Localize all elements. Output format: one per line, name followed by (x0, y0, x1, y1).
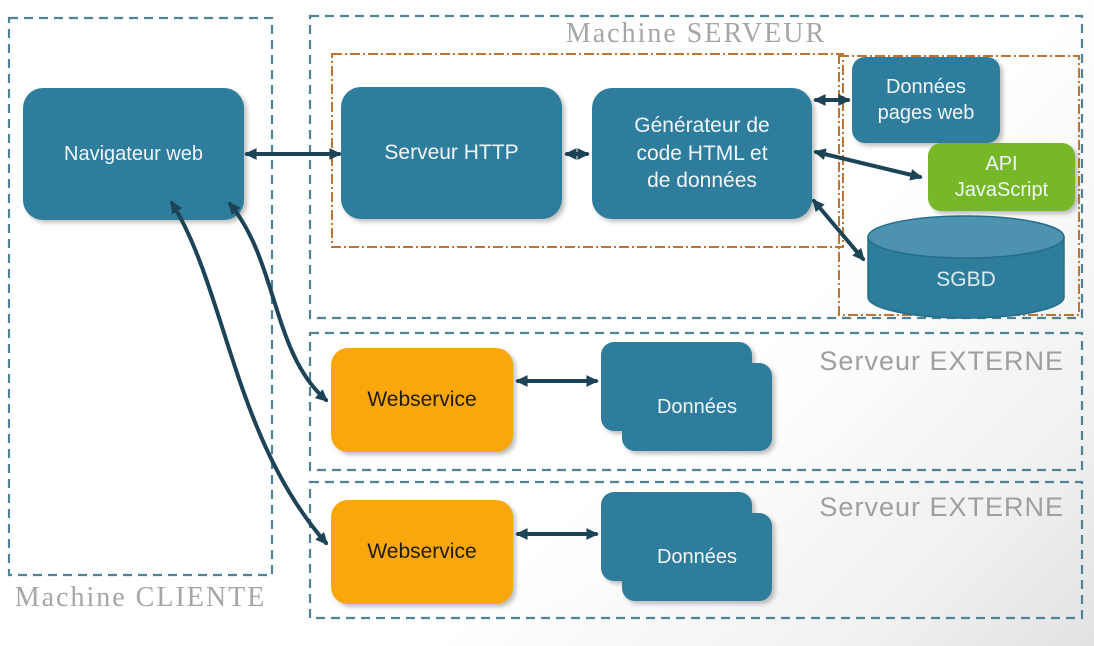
external-server-2-boundary (308, 480, 1084, 620)
generateur-node: Générateur de code HTML et de données (592, 88, 812, 219)
navigateur-web-label: Navigateur web (64, 142, 203, 165)
webservice-1-label: Webservice (367, 388, 477, 412)
serveur-http-label: Serveur HTTP (384, 141, 519, 165)
server-machine-boundary (308, 14, 1084, 320)
external-server-2-title: Serveur EXTERNE (819, 492, 1064, 522)
donnees-ext-1-label: Données (656, 395, 738, 418)
api-javascript-label: API JavaScript (954, 152, 1049, 201)
donnees-pages-web-label: Données pages web (877, 75, 975, 124)
api-javascript-node: API JavaScript (928, 143, 1075, 211)
server-machine-title: Machine SERVEUR (565, 18, 827, 49)
serveur-http-node: Serveur HTTP (341, 87, 562, 219)
webservice-2-label: Webservice (367, 540, 477, 564)
webservice-1-node: Webservice (331, 348, 513, 452)
external-server-1-title: Serveur EXTERNE (819, 346, 1064, 376)
client-machine-title: Machine CLIENTE (14, 582, 267, 613)
navigateur-web-node: Navigateur web (23, 88, 244, 220)
donnees-ext-2-label: Données (656, 545, 738, 568)
webservice-2-node: Webservice (331, 500, 513, 604)
external-server-1-boundary (308, 331, 1084, 472)
donnees-pages-web-node: Données pages web (852, 57, 1000, 143)
donnees-ext-2-node: Données (622, 513, 772, 601)
donnees-ext-1-node: Données (622, 363, 772, 451)
generateur-label: Générateur de code HTML et de données (634, 113, 770, 193)
